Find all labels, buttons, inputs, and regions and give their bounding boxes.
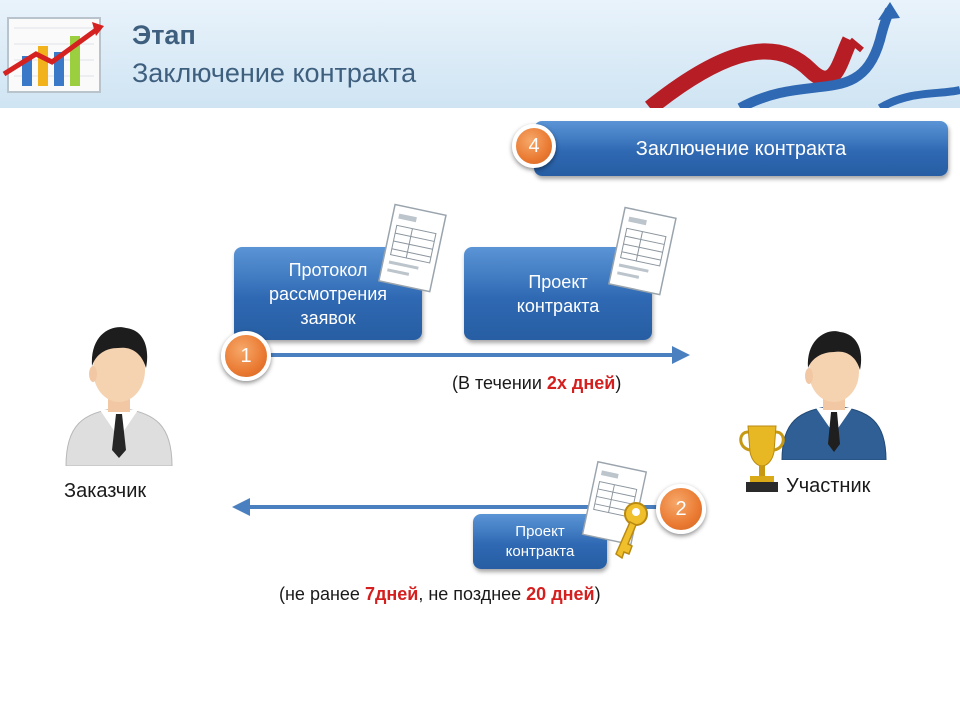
document-icon: [377, 203, 447, 293]
customer-label: Заказчик: [64, 480, 147, 502]
header-banner: Этап Заключение контракта: [0, 0, 960, 108]
step-2-term-highlight-1: 7дней: [364, 584, 419, 604]
participant-label: Участник: [786, 475, 871, 497]
step-2-term-prefix: (не ранее: [279, 584, 365, 604]
contract-signing-label: Заключение контракта: [635, 137, 847, 160]
draft-contract-box: Проект контракта: [464, 247, 652, 340]
customer-person-icon: [65, 327, 173, 466]
protocol-label: Протокол рассмотрения заявок: [268, 259, 388, 328]
step-2-term: (не ранее 7дней, не позднее 20 дней): [279, 584, 601, 605]
step-1-term-highlight: 2х дней: [546, 373, 616, 393]
step-2-number: 2: [675, 497, 687, 520]
step-2-term-suffix: ): [594, 584, 601, 604]
step-1-term: (В течении 2х дней): [452, 373, 621, 394]
page-subtitle: Заключение контракта: [132, 58, 417, 88]
chart-logo-icon: [2, 17, 104, 93]
contract-signing-box: Заключение контракта: [534, 121, 948, 176]
step-2-badge: 2: [656, 484, 706, 534]
trophy-icon: [739, 425, 785, 492]
step-1-term-suffix: ): [615, 373, 622, 393]
draft-contract-label: Проект контракта: [516, 271, 600, 316]
step-1-term-prefix: (В течении: [452, 373, 547, 393]
arrow-to-participant: [260, 346, 690, 364]
page-title: Этап: [132, 20, 196, 50]
participant-person-icon: [781, 331, 887, 460]
step-1-number: 1: [240, 344, 252, 367]
document-icon: [607, 206, 677, 296]
step-4-number: 4: [528, 134, 540, 157]
swoosh-decoration: [645, 2, 960, 108]
step-1-badge: 1: [221, 331, 271, 381]
step-4-badge: 4: [512, 124, 556, 168]
signed-contract-label: Проект контракта: [505, 522, 575, 560]
step-2-term-highlight-2: 20 дней: [526, 584, 595, 604]
step-2-term-middle: , не позднее: [418, 584, 527, 604]
key-icon: [615, 502, 648, 560]
